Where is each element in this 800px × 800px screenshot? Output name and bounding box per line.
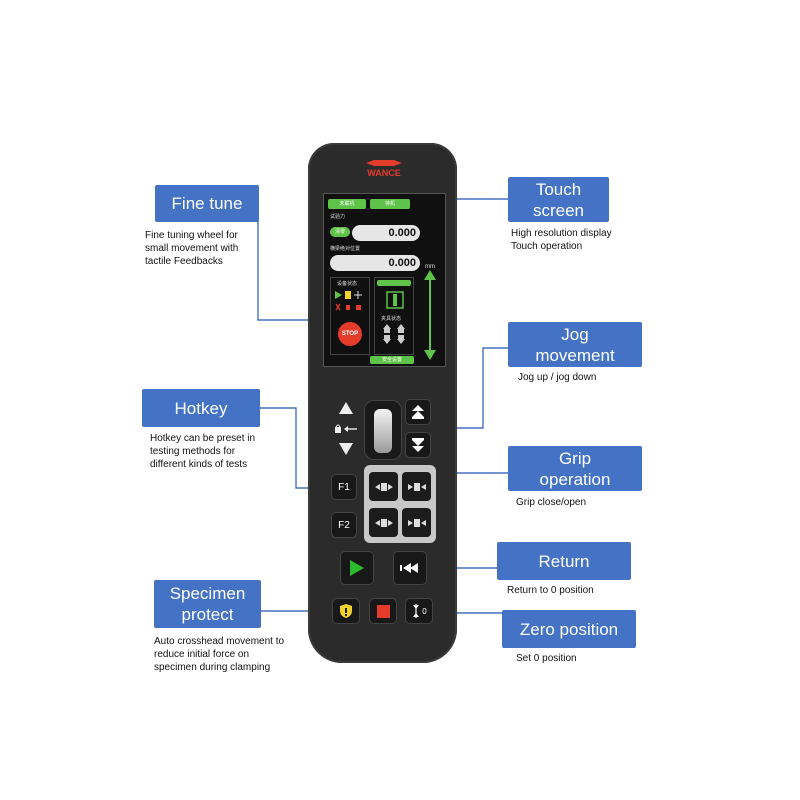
- grip-title-line2: operation: [539, 469, 611, 489]
- fine-tune-desc-line: Fine tuning wheel for: [145, 230, 238, 241]
- touch-screen-title-line2: screen: [532, 200, 585, 220]
- zero-position-description: Set 0 position: [516, 652, 577, 665]
- grip-lower-close-button[interactable]: [369, 508, 398, 537]
- touch-screen-desc-line: Touch operation: [511, 241, 583, 252]
- grip-close-icon: [374, 482, 393, 491]
- grip-desc-line: Grip close/open: [516, 497, 587, 508]
- fixture-icons: [383, 324, 405, 344]
- touch-screen-description: High resolution display Touch operation: [511, 227, 612, 253]
- down-arrow-icon[interactable]: [339, 443, 353, 455]
- hotkey-desc-line: different kinds of tests: [150, 459, 248, 470]
- unit-label: mm: [425, 264, 435, 270]
- safety-settings-button[interactable]: 安全设置: [370, 356, 414, 364]
- stop-button[interactable]: [369, 598, 397, 624]
- rewind-icon: [400, 563, 418, 573]
- return-desc-line: Return to 0 position: [507, 585, 594, 596]
- specimen-desc-line: reduce initial force on: [154, 649, 250, 660]
- fine-tune-title: Fine tune: [171, 194, 243, 213]
- hotkey-desc-line: testing methods for: [150, 446, 236, 457]
- fine-tune-callout: Fine tune: [155, 185, 259, 222]
- wheel-slot: [374, 409, 392, 453]
- fine-tune-description: Fine tuning wheel for small movement wit…: [145, 229, 238, 268]
- touch-screen-callout: Touch screen: [508, 177, 609, 222]
- shield-icon: [340, 604, 352, 618]
- zero-label: 0: [422, 606, 427, 616]
- double-down-arrow-icon: [412, 438, 424, 452]
- jog-up-button[interactable]: [405, 399, 431, 425]
- position-label: 横梁绝对位置: [330, 246, 361, 252]
- fixture-label: 夹具状态: [381, 316, 402, 322]
- specimen-title-line2: protect: [181, 605, 234, 624]
- stop-square-icon: [376, 604, 390, 618]
- grip-title-line1: Grip: [558, 448, 592, 468]
- jog-description: Jog up / jog down: [518, 371, 596, 384]
- specimen-protect-callout: Specimen protect: [154, 580, 261, 628]
- jog-title-line2: movement: [535, 345, 615, 365]
- stop-icon[interactable]: STOP: [338, 322, 362, 346]
- f1-hotkey-button[interactable]: F1: [331, 474, 357, 500]
- f1-label: F1: [338, 481, 350, 493]
- clear-button[interactable]: 清零: [330, 227, 350, 237]
- hotkey-desc-line: Hotkey can be preset in: [150, 433, 256, 444]
- fine-tune-wheel[interactable]: [364, 400, 402, 460]
- tab-standby[interactable]: 待机: [370, 199, 410, 209]
- grip-open-icon: [407, 482, 426, 491]
- unlock-icon[interactable]: [335, 424, 357, 434]
- grip-upper-close-button[interactable]: [369, 472, 398, 501]
- specimen-protect-button[interactable]: [332, 598, 360, 624]
- fixture-panel: 夹具状态: [374, 277, 414, 355]
- specimen-desc-line: specimen during clamping: [154, 662, 271, 673]
- stop-label: STOP: [341, 331, 359, 337]
- zero-position-desc-line: Set 0 position: [516, 653, 577, 664]
- grip-lower-close-icon: [374, 518, 393, 527]
- specimen-desc-line: Auto crosshead movement to: [154, 636, 285, 647]
- return-button[interactable]: [393, 551, 427, 585]
- f2-label: F2: [338, 519, 350, 531]
- f2-hotkey-button[interactable]: F2: [331, 512, 357, 538]
- hotkey-title: Hotkey: [174, 398, 228, 418]
- start-button[interactable]: [340, 551, 374, 585]
- return-callout: Return: [497, 542, 631, 580]
- wance-logo: WANCE: [364, 160, 404, 178]
- status-badge: [377, 280, 411, 286]
- jog-down-button[interactable]: [405, 432, 431, 458]
- grip-upper-open-button[interactable]: [402, 472, 431, 501]
- zero-arrows-icon: [413, 604, 420, 618]
- grip-description: Grip close/open: [516, 496, 586, 509]
- jog-title-line1: Jog: [561, 324, 589, 344]
- zero-position-callout: Zero position: [502, 610, 636, 648]
- force-label: 试验力: [330, 214, 346, 220]
- position-value: 0.000: [330, 255, 420, 271]
- up-arrow-icon[interactable]: [339, 402, 353, 414]
- grip-operation-callout: Grip operation: [508, 446, 642, 491]
- return-title: Return: [538, 551, 590, 571]
- double-up-arrow-icon: [412, 405, 424, 419]
- crosshead-icon: [386, 291, 404, 309]
- status-panel: 设备状态 STOP: [330, 277, 370, 355]
- grip-lower-open-icon: [407, 518, 426, 527]
- touch-screen-desc-line: High resolution display: [511, 228, 612, 239]
- logo-text: WANCE: [367, 168, 401, 178]
- zero-position-button[interactable]: 0: [405, 598, 433, 624]
- grip-lower-open-button[interactable]: [402, 508, 431, 537]
- jog-desc-line: Jog up / jog down: [518, 372, 597, 383]
- force-value: 0.000: [352, 225, 420, 241]
- jog-movement-callout: Jog movement: [508, 322, 642, 367]
- touch-screen[interactable]: 未联机 待机 试验力 清零 0.000 横梁绝对位置 0.000 mm 设备状态…: [323, 193, 446, 367]
- specimen-title-line1: Specimen: [169, 584, 246, 603]
- hotkey-callout: Hotkey: [142, 389, 260, 427]
- tab-offline[interactable]: 未联机: [328, 199, 366, 209]
- hotkey-description: Hotkey can be preset in testing methods …: [150, 432, 255, 471]
- specimen-description: Auto crosshead movement to reduce initia…: [154, 635, 284, 674]
- zero-position-title: Zero position: [519, 619, 619, 639]
- return-description: Return to 0 position: [507, 584, 594, 597]
- touch-screen-title-line1: Touch: [535, 179, 582, 199]
- status-label: 设备状态: [337, 281, 358, 287]
- fine-tune-desc-line: small movement with: [145, 243, 239, 254]
- status-icons: [335, 291, 362, 311]
- screen-jog-arrow-icon[interactable]: [420, 270, 440, 360]
- play-icon: [350, 560, 364, 576]
- fine-tune-desc-line: tactile Feedbacks: [145, 256, 223, 267]
